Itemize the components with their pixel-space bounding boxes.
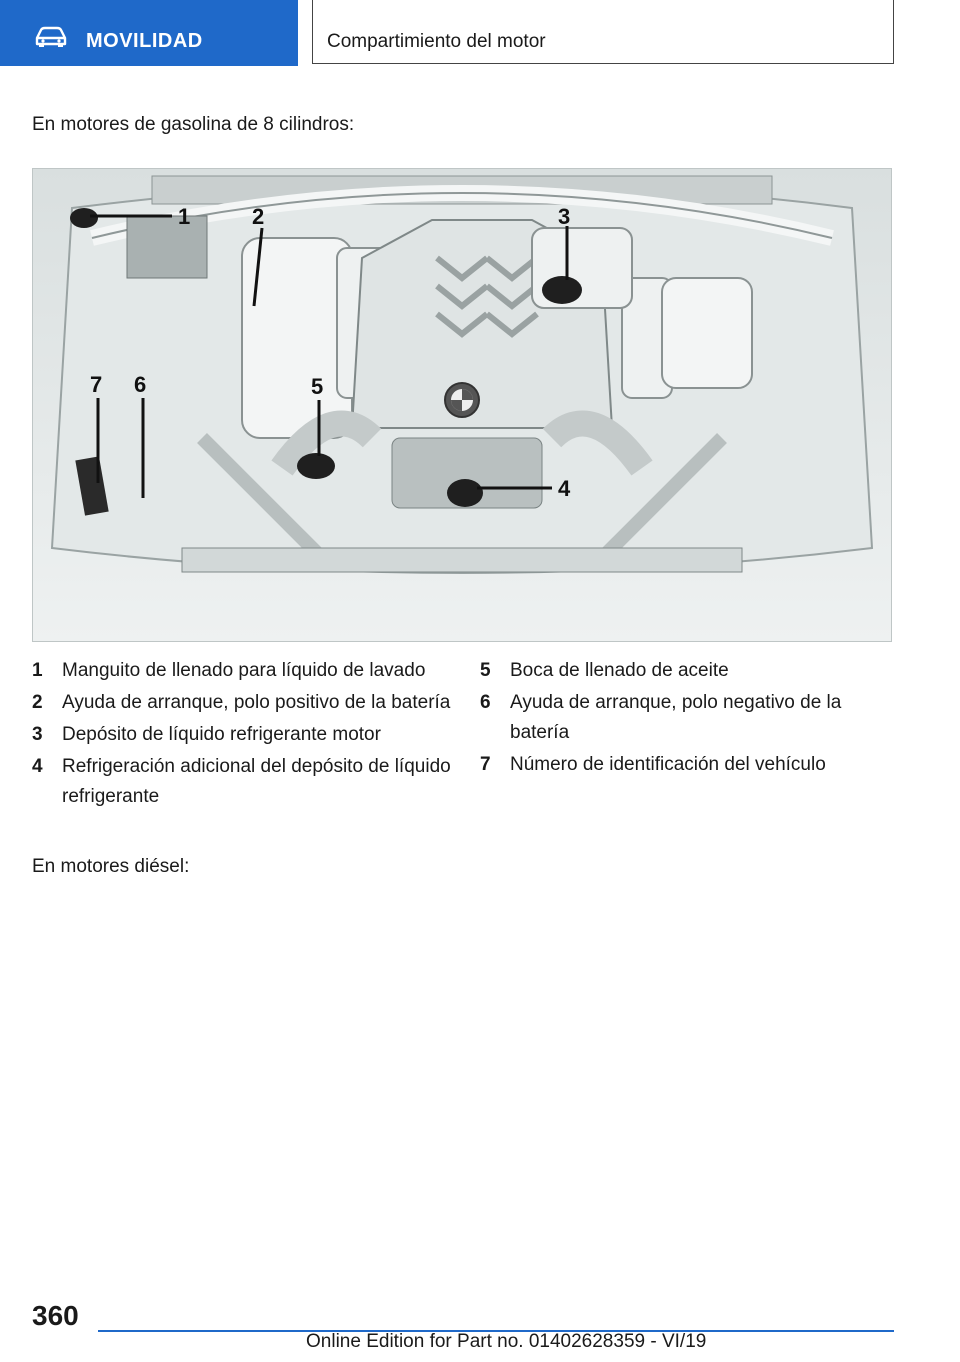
legend-item: 4 Refrigeración adicional del depósito d… [32,752,452,812]
legend-number: 2 [32,692,43,713]
callout-7: 7 [90,372,102,397]
section-tab[interactable]: MOVILIDAD [0,0,298,66]
legend-item: 1 Manguito de llenado para líquido de la… [32,656,452,686]
legend-item: 2 Ayuda de arranque, polo positivo de la… [32,688,452,718]
page-number: 360 [32,1300,79,1331]
legend-number: 1 [32,660,43,681]
callout-5: 5 [311,374,323,399]
callout-4: 4 [558,476,571,501]
legend-item: 5 Boca de llenado de aceite [480,656,892,686]
legend-text: Depósito de líquido refrigerante motor [62,724,381,745]
legend-number: 3 [32,724,43,745]
intro-text: En motores de gasolina de 8 cilindros: [32,114,355,135]
legend-item: 6 Ayuda de arranque, polo negativo de la… [480,688,892,748]
callout-1: 1 [178,204,190,229]
footer-divider [98,1330,894,1332]
edition-text: Online Edition for Part no. 01402628359 … [306,1331,707,1352]
legend-text: Boca de llenado de aceite [510,660,729,681]
car-icon [35,26,67,47]
chapter-title-box: Compartimiento del motor [312,0,894,64]
legend-left: 1 Manguito de llenado para líquido de la… [32,656,452,814]
legend-right: 5 Boca de llenado de aceite 6 Ayuda de a… [480,656,892,782]
chapter-title: Compartimiento del motor [327,31,546,52]
diesel-heading: En motores diésel: [32,856,190,877]
engine-illustration: 1 2 3 4 5 6 7 [32,168,892,642]
legend-text: Refrigeración adicional del depósito de … [62,756,451,807]
section-label: MOVILIDAD [86,30,203,52]
engine-compartment-figure: 1 2 3 4 5 6 7 [32,168,892,642]
legend-item: 7 Número de identificación del vehículo [480,750,892,780]
legend-text: Ayuda de arranque, polo negativo de la b… [510,692,842,743]
callout-3: 3 [558,204,570,229]
legend-number: 7 [480,754,491,775]
legend-text: Número de identificación del vehículo [510,754,826,775]
legend-number: 6 [480,692,491,713]
callout-6: 6 [134,372,146,397]
legend-text: Manguito de llenado para líquido de lava… [62,660,426,681]
legend-text: Ayuda de arranque, polo positivo de la b… [62,692,451,713]
callout-2: 2 [252,204,264,229]
legend-item: 3 Depósito de líquido refrigerante motor [32,720,452,750]
legend-number: 4 [32,756,43,777]
legend-number: 5 [480,660,491,681]
